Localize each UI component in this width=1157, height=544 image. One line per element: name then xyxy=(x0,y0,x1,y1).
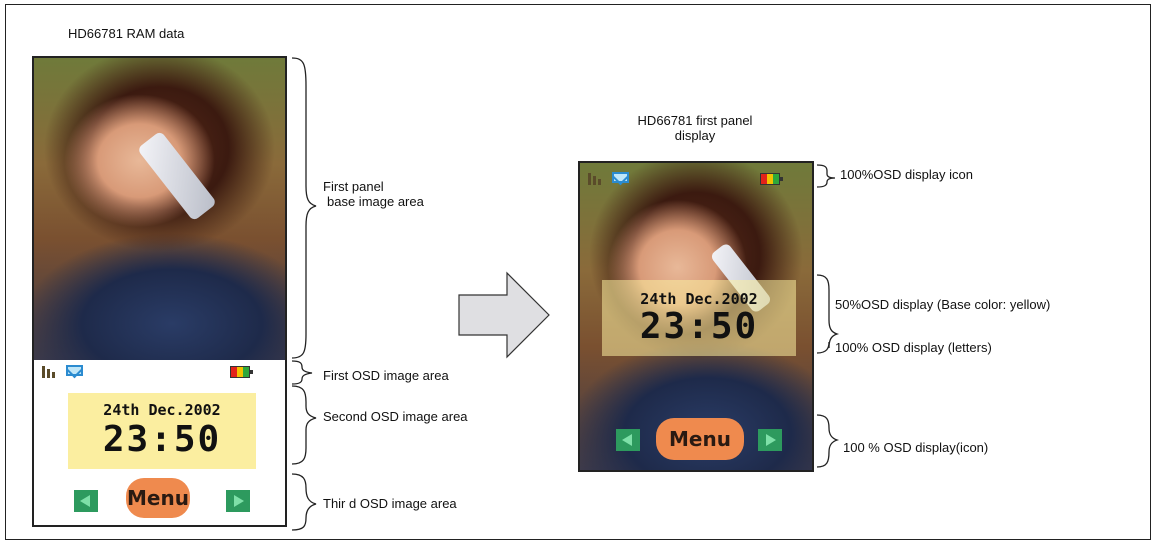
right-arrow-button xyxy=(226,490,250,512)
left-title: HD66781 RAM data xyxy=(68,26,185,41)
label-first-panel: First panel xyxy=(323,179,384,194)
label-100-osd-icon-bottom: 100 % OSD display(icon) xyxy=(843,440,989,455)
right-arrow-button-right xyxy=(758,429,782,451)
brace-first-osd xyxy=(291,360,313,385)
left-arrow-button-right xyxy=(616,429,640,451)
brace-base-image xyxy=(291,57,317,359)
menu-label: Menu xyxy=(127,486,189,510)
figure-frame xyxy=(5,4,1151,540)
left-arrow-icon-right xyxy=(622,434,632,446)
left-phone-ram-data: 24th Dec.2002 23:50 Menu xyxy=(32,56,287,527)
base-image-photo xyxy=(34,58,285,360)
label-third-osd: Thir d OSD image area xyxy=(323,496,457,511)
date-text: 24th Dec.2002 xyxy=(103,401,221,419)
battery-icon xyxy=(230,366,253,378)
right-arrow-icon xyxy=(234,495,244,507)
label-base-image-area: base image area xyxy=(327,194,424,209)
brace-osd-50 xyxy=(816,274,840,354)
menu-button-right: Menu xyxy=(656,418,744,460)
date-time-box: 24th Dec.2002 23:50 xyxy=(68,393,256,469)
menu-label-right: Menu xyxy=(669,427,731,451)
right-phone-display: 24th Dec.2002 23:50 Menu xyxy=(578,161,814,472)
label-100-osd-icon: 100%OSD display icon xyxy=(840,167,973,182)
label-100-osd-letters: 100% OSD display (letters) xyxy=(835,340,992,355)
handset-graphic xyxy=(136,130,218,222)
mail-icon-right xyxy=(612,172,629,183)
signal-bars-icon-right xyxy=(588,173,606,185)
left-arrow-button xyxy=(74,490,98,512)
battery-icon-right xyxy=(760,173,783,185)
right-arrow-icon-right xyxy=(766,434,776,446)
label-first-osd: First OSD image area xyxy=(323,368,449,383)
label-50-osd: 50%OSD display (Base color: yellow) xyxy=(835,297,1051,312)
right-braces xyxy=(816,164,840,468)
right-title-line1: HD66781 first panel xyxy=(637,113,753,128)
block-arrow-icon xyxy=(458,271,550,359)
left-braces xyxy=(291,57,317,531)
signal-bars-icon xyxy=(42,366,60,378)
brace-osd-icon xyxy=(816,414,840,468)
date-text-right: 24th Dec.2002 xyxy=(640,290,758,308)
mail-icon xyxy=(66,365,83,376)
brace-icon-100 xyxy=(816,164,836,188)
brace-second-osd xyxy=(291,385,317,465)
menu-button: Menu xyxy=(126,478,190,518)
time-text-right: 23:50 xyxy=(639,306,759,347)
date-time-box-semitransparent: 24th Dec.2002 23:50 xyxy=(602,280,796,356)
right-title-line2: display xyxy=(674,128,716,143)
time-text: 23:50 xyxy=(102,419,222,460)
left-arrow-icon xyxy=(80,495,90,507)
label-second-osd: Second OSD image area xyxy=(323,409,468,424)
brace-third-osd xyxy=(291,473,317,531)
